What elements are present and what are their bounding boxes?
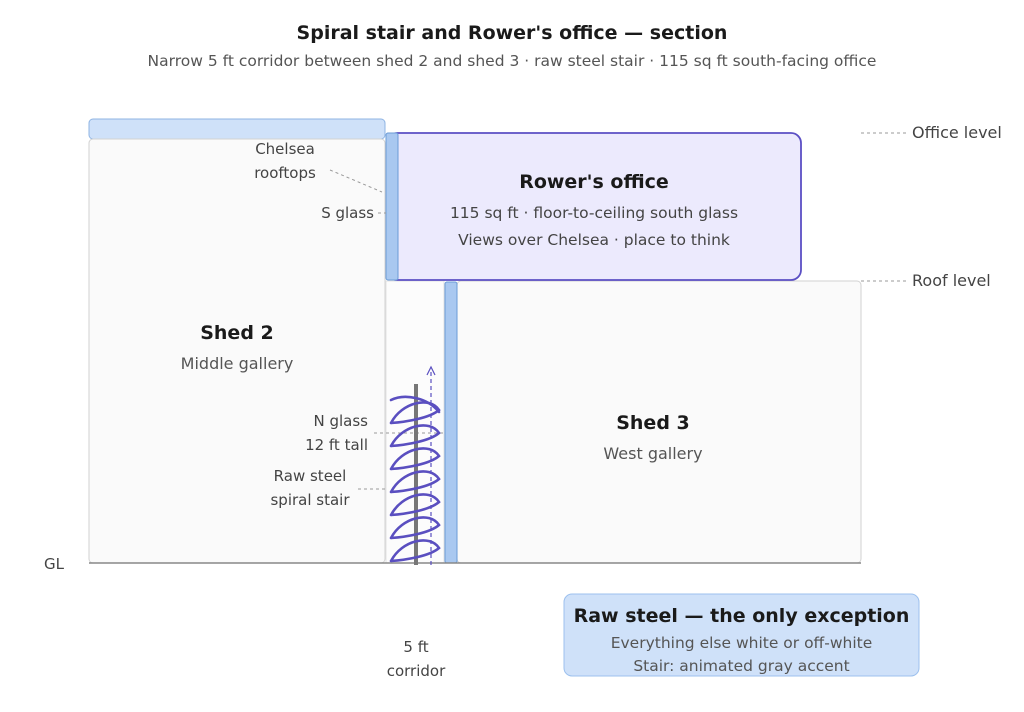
- diagram-title: Spiral stair and Rower's office — sectio…: [296, 22, 728, 44]
- south-glass-wall: [385, 132, 399, 281]
- n-glass-label: N glass 12 ft tall: [268, 409, 368, 457]
- stair-label-line-2: spiral stair: [270, 491, 350, 509]
- shed3-sub: West gallery: [603, 444, 703, 463]
- office-name: Rower's office: [519, 171, 669, 193]
- office-line-1: 115 sq ft · floor-to-ceiling south glass: [449, 204, 739, 222]
- shed3-name: Shed 3: [616, 412, 690, 434]
- ground-level-label: GL: [44, 555, 64, 573]
- stair-label: Raw steel spiral stair: [258, 464, 362, 512]
- n-glass-line-1: N glass: [313, 412, 369, 430]
- chelsea-rooftops-label: Chelsea rooftops: [235, 137, 335, 185]
- note-line-1: Everything else white or off-white: [610, 634, 873, 652]
- diagram-subtitle: Narrow 5 ft corridor between shed 2 and …: [147, 52, 877, 70]
- stair-arrow-head: [426, 365, 436, 376]
- s-glass-label: S glass: [321, 204, 374, 222]
- chelsea-label-line-1: Chelsea: [255, 140, 315, 158]
- shed2-name: Shed 2: [200, 322, 274, 344]
- corridor-label-line-1: 5 ft: [403, 638, 429, 656]
- corridor-label-line-2: corridor: [386, 662, 446, 680]
- office-level-label: Office level: [912, 123, 1002, 142]
- shed2-roof-slab: [88, 118, 386, 140]
- note-line-2: Stair: animated gray accent: [633, 657, 850, 675]
- shed2-sub: Middle gallery: [180, 354, 294, 373]
- office-line-2: Views over Chelsea · place to think: [458, 231, 730, 249]
- n-glass-line-2: 12 ft tall: [305, 436, 368, 454]
- note-box: [563, 593, 920, 677]
- corridor-label: 5 ft corridor: [366, 635, 466, 683]
- north-glass-wall: [444, 281, 458, 564]
- note-title: Raw steel — the only exception: [573, 605, 910, 627]
- chelsea-label-line-2: rooftops: [254, 164, 316, 182]
- roof-level-label: Roof level: [912, 271, 991, 290]
- spiral-stair: [389, 395, 441, 563]
- stair-label-line-1: Raw steel: [273, 467, 347, 485]
